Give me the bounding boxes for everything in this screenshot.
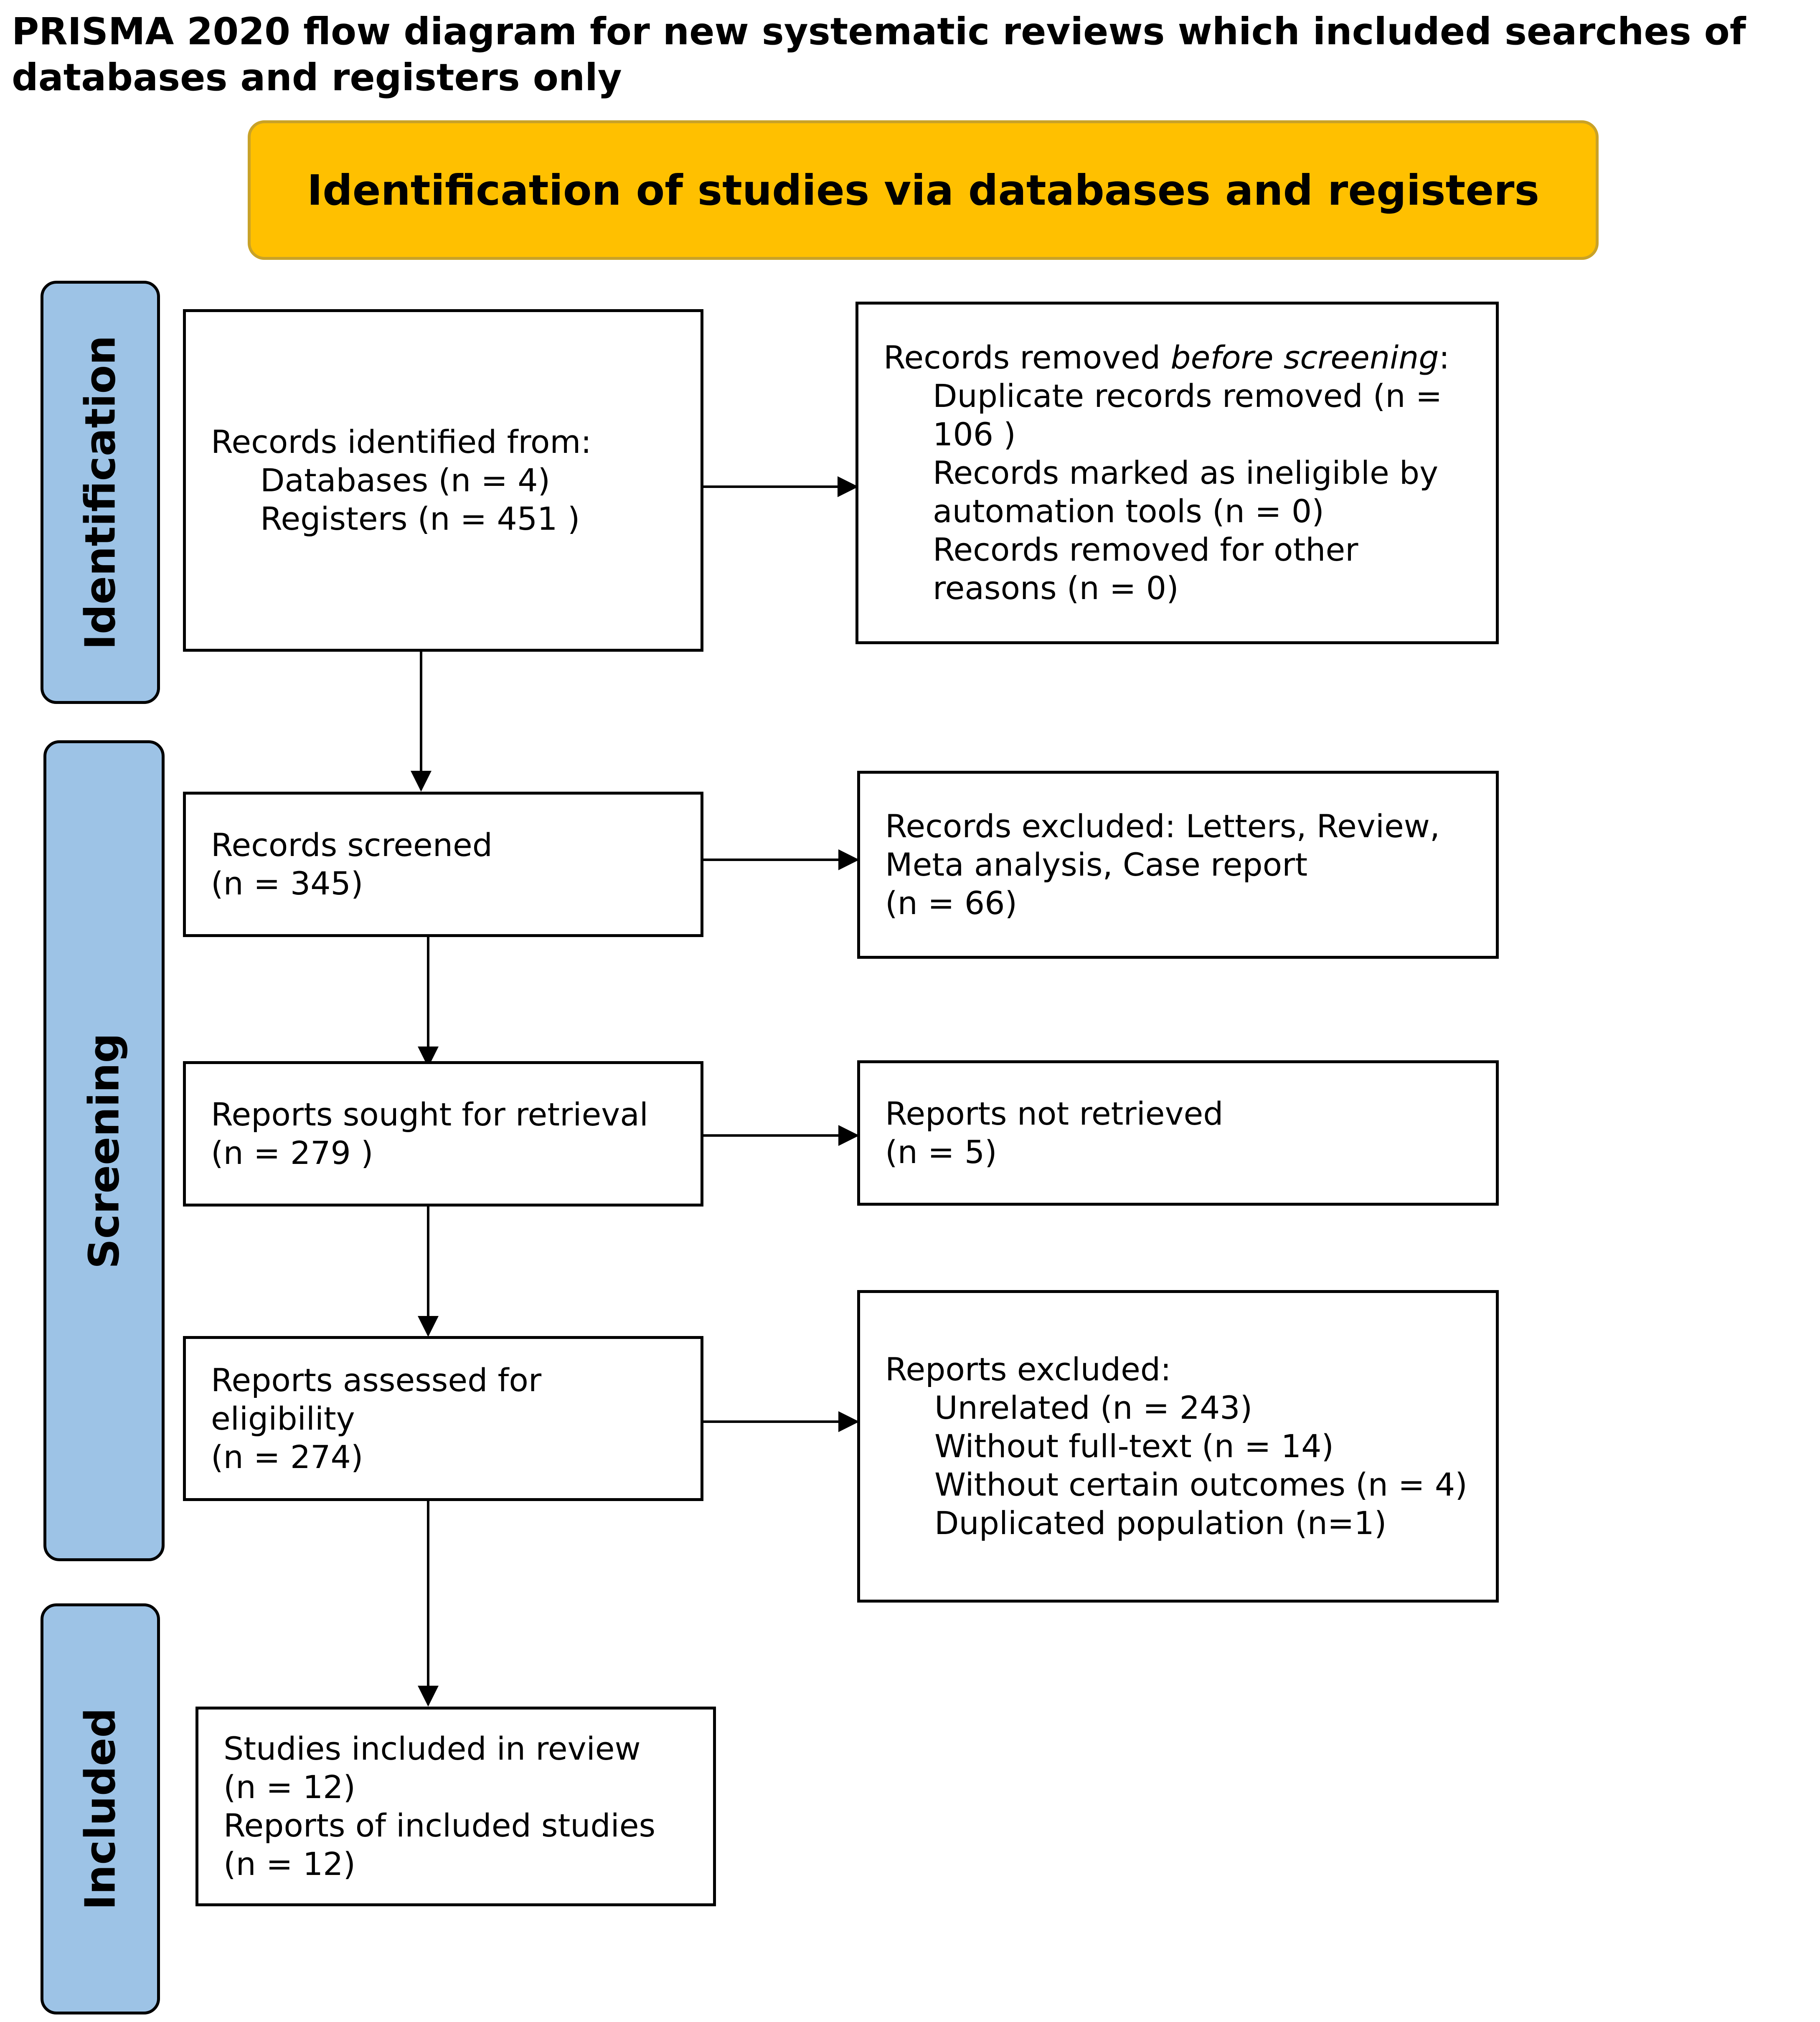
reports-sought-box: Reports sought for retrieval (n = 279 ): [183, 1061, 703, 1207]
stage-included: Included: [41, 1603, 160, 2014]
reports-sought-n: (n = 279 ): [211, 1134, 373, 1171]
records-excluded-box: Records excluded: Letters, Review, Meta …: [857, 771, 1499, 959]
records-removed-ineligible: Records marked as ineligible by automati…: [933, 454, 1439, 530]
reports-excluded-reason: Duplicated population (n=1): [934, 1504, 1387, 1542]
reports-not-retrieved-n: (n = 5): [885, 1133, 997, 1171]
reports-assessed-label: Reports assessed for eligibility: [211, 1361, 542, 1437]
studies-included-label: Studies included in review: [223, 1730, 641, 1767]
records-removed-heading: Records removed before screening:: [883, 338, 1471, 377]
reports-excluded-reason: Without certain outcomes (n = 4): [934, 1466, 1467, 1503]
arrowhead-2: [838, 849, 859, 870]
banner-label: Identification of studies via databases …: [307, 165, 1539, 215]
arrowhead-8: [418, 1686, 439, 1707]
records-screened-box: Records screened (n = 345): [183, 792, 703, 937]
reports-excluded-box: Reports excluded: Unrelated (n = 243) Wi…: [857, 1290, 1499, 1603]
reports-not-retrieved-box: Reports not retrieved (n = 5): [857, 1060, 1499, 1206]
reports-assessed-box: Reports assessed for eligibility (n = 27…: [183, 1336, 703, 1501]
arrowhead-4: [838, 1411, 859, 1432]
records-removed-heading-post: :: [1439, 339, 1450, 376]
records-screened-n: (n = 345): [211, 865, 363, 902]
reports-assessed-n: (n = 274): [211, 1438, 363, 1476]
stage-screening: Screening: [43, 740, 165, 1561]
reports-sought-label: Reports sought for retrieval: [211, 1096, 648, 1133]
identification-banner: Identification of studies via databases …: [248, 120, 1599, 260]
reports-included-n: (n = 12): [223, 1845, 356, 1882]
arrowhead-7: [418, 1316, 439, 1337]
stage-identification: Identification: [41, 281, 160, 704]
studies-included-n: (n = 12): [223, 1768, 356, 1806]
records-identified-databases: Databases (n = 4): [260, 462, 551, 499]
arrowhead-5: [411, 771, 432, 792]
records-removed-heading-em: before screening: [1170, 339, 1439, 376]
records-identified-box: Records identified from: Databases (n = …: [183, 309, 703, 652]
page-title: PRISMA 2020 flow diagram for new systema…: [12, 10, 1746, 99]
arrowhead-6: [418, 1047, 439, 1067]
records-removed-box: Records removed before screening: Duplic…: [855, 302, 1499, 644]
reports-included-label: Reports of included studies: [223, 1807, 656, 1844]
reports-excluded-reason: Unrelated (n = 243): [934, 1389, 1253, 1426]
records-identified-registers: Registers (n = 451 ): [260, 500, 580, 537]
records-removed-duplicates: Duplicate records removed (n = 106 ): [933, 377, 1442, 453]
arrowhead-3: [838, 1125, 859, 1146]
reports-excluded-heading: Reports excluded:: [885, 1351, 1171, 1388]
studies-included-box: Studies included in review (n = 12) Repo…: [195, 1707, 716, 1906]
records-removed-heading-pre: Records removed: [883, 339, 1171, 376]
records-excluded-n: (n = 66): [885, 884, 1018, 922]
records-identified-heading: Records identified from:: [211, 423, 592, 460]
records-removed-other: Records removed for other reasons (n = 0…: [933, 531, 1358, 607]
reports-not-retrieved-label: Reports not retrieved: [885, 1095, 1223, 1132]
reports-excluded-reason: Without full-text (n = 14): [934, 1428, 1334, 1465]
records-screened-label: Records screened: [211, 826, 492, 864]
records-excluded-label: Records excluded: Letters, Review, Meta …: [885, 808, 1440, 883]
arrowhead-1: [838, 476, 858, 497]
